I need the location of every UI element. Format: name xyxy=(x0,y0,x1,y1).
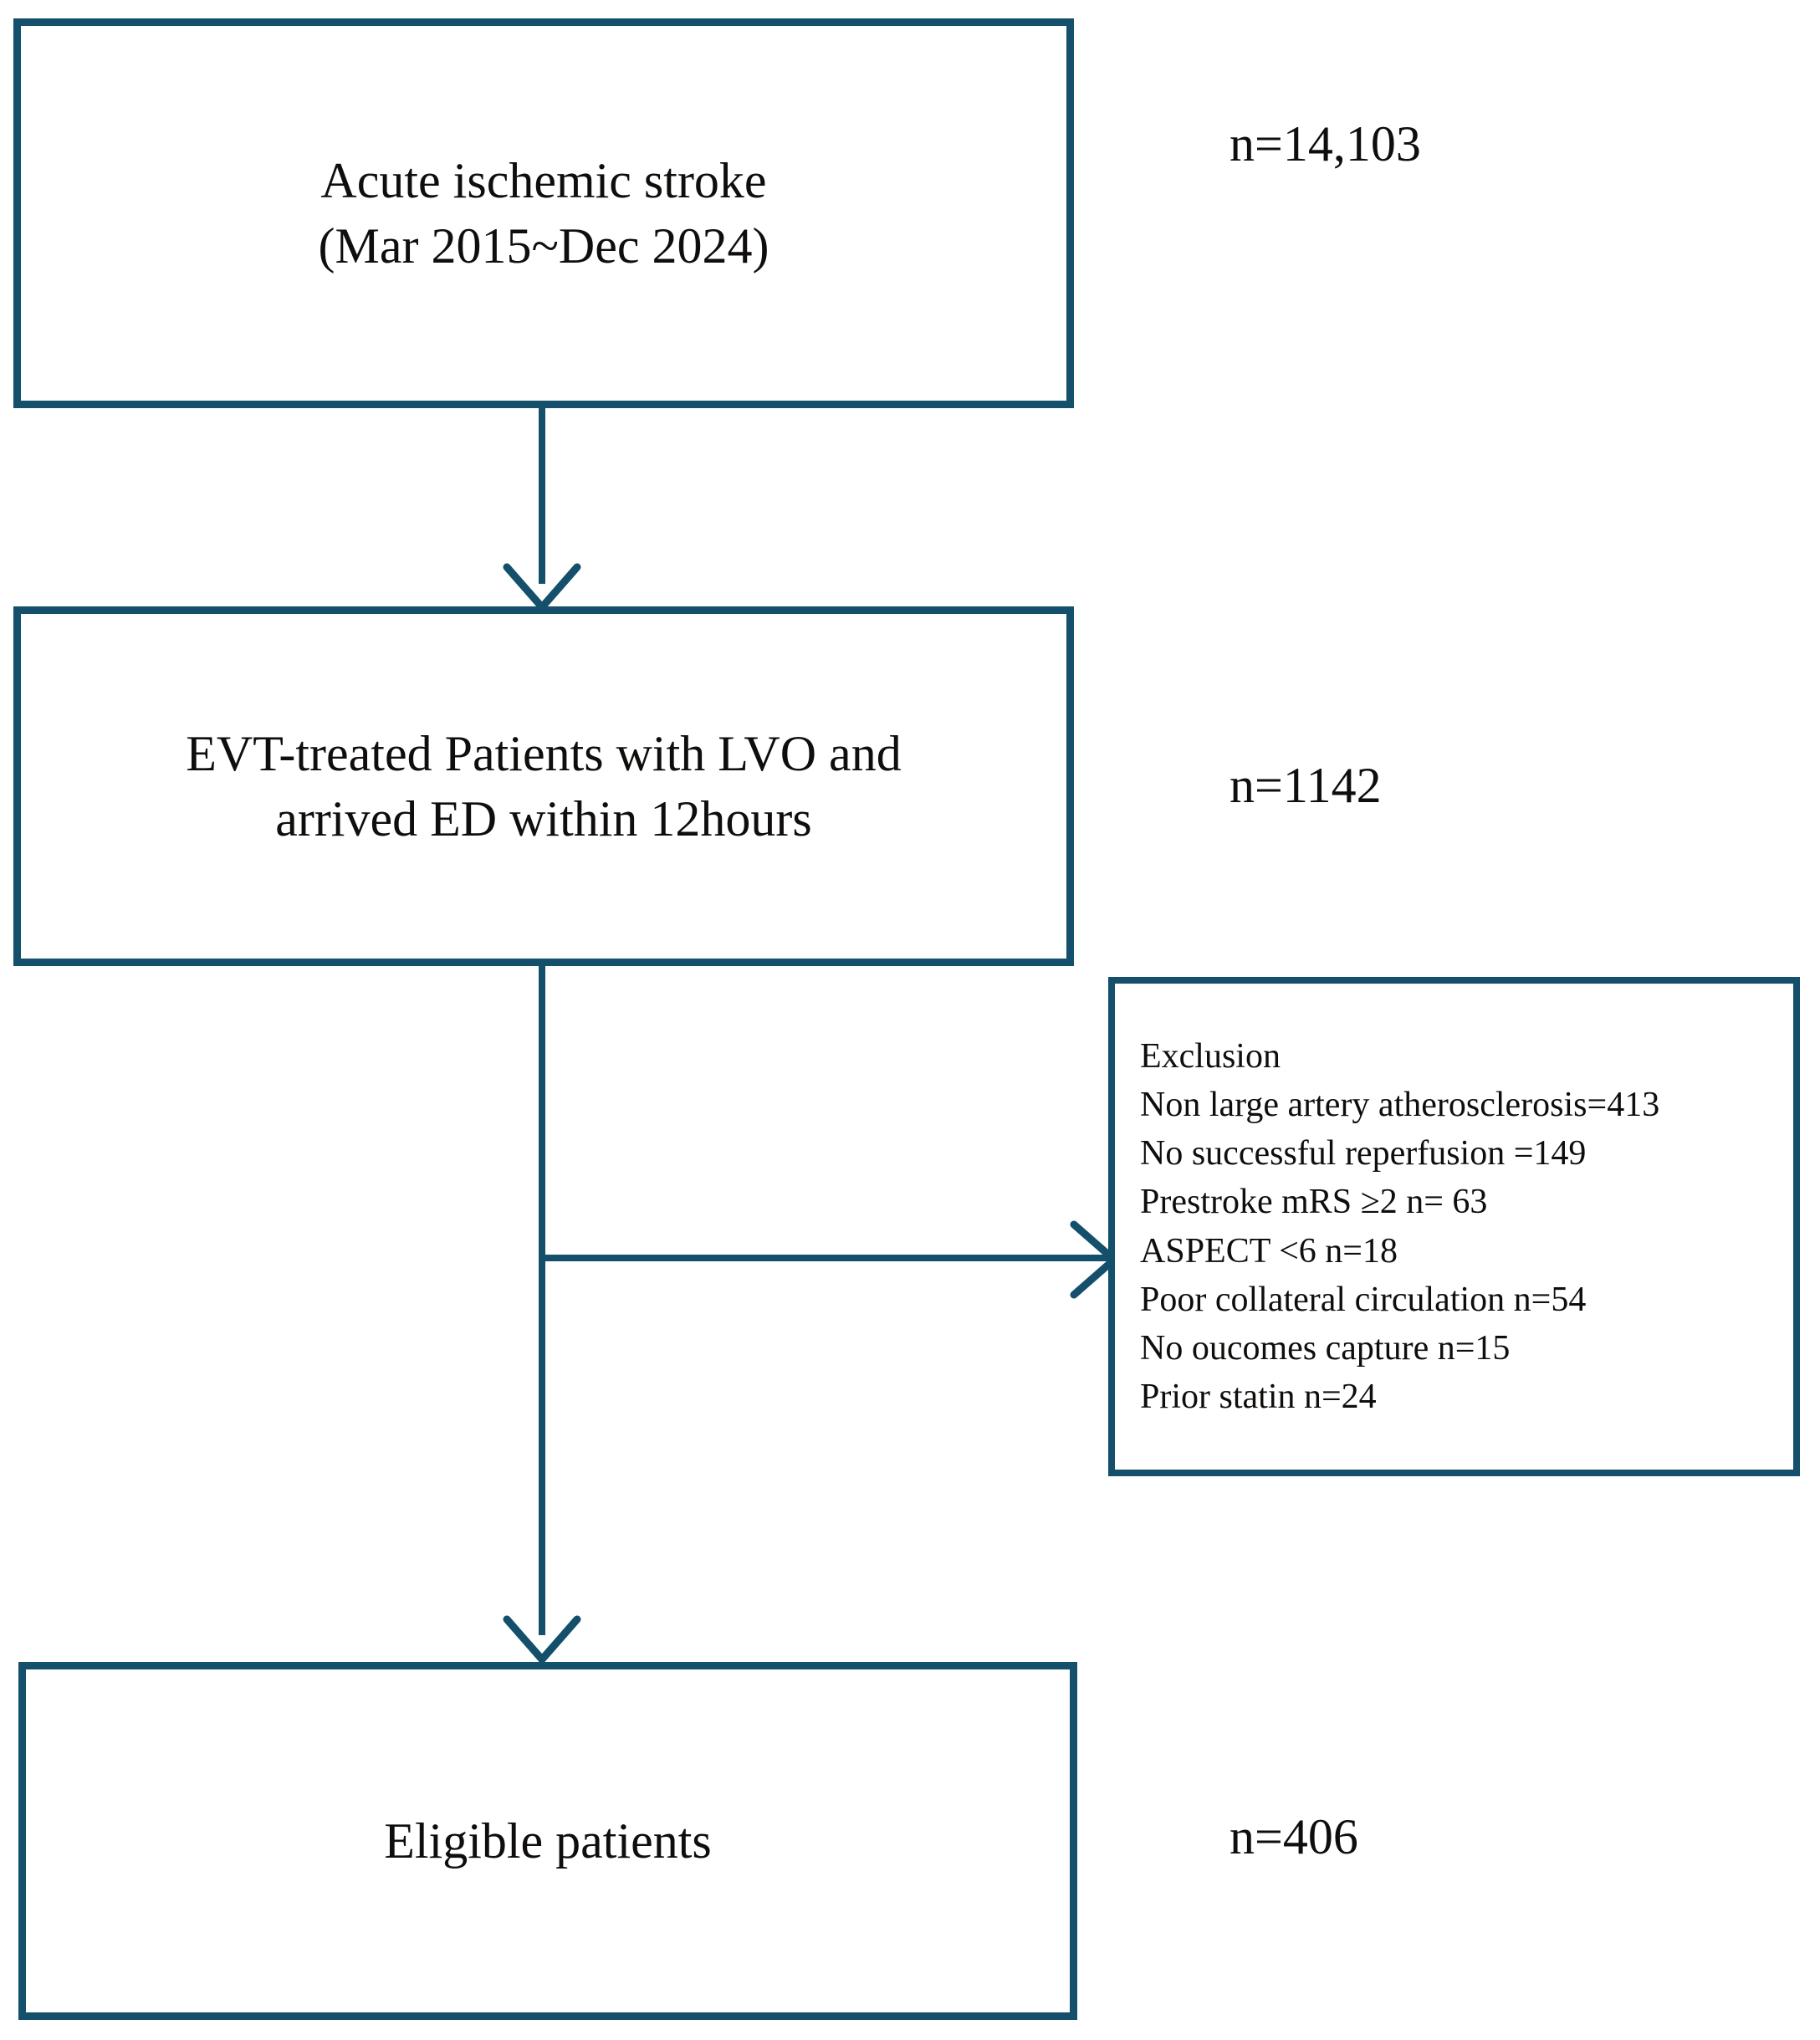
count-eligible-patients: n=406 xyxy=(1230,1809,1358,1864)
count-acute-ischemic-stroke: n=14,103 xyxy=(1230,116,1421,171)
node-evt-treated-lvo: EVT-treated Patients with LVO and arrive… xyxy=(13,606,1074,966)
count-evt-treated-lvo: n=1142 xyxy=(1230,758,1382,813)
exclusion-list-item: Prior statin n=24 xyxy=(1140,1377,1377,1416)
node-acute-ischemic-stroke-label: Acute ischemic stroke (Mar 2015~Dec 2024… xyxy=(318,153,769,274)
node-exclusion: Exclusion Non large artery atheroscleros… xyxy=(1108,977,1800,1476)
connector-screened-to-criteria-arrowhead xyxy=(503,563,581,612)
exclusion-list-item: Non large artery atherosclerosis=413 xyxy=(1140,1086,1660,1125)
node-acute-ischemic-stroke: Acute ischemic stroke (Mar 2015~Dec 2024… xyxy=(13,18,1074,408)
connector-screened-to-criteria-line xyxy=(539,408,545,584)
exclusion-list-item: Exclusion xyxy=(1140,1036,1281,1076)
exclusion-list-item: Poor collateral circulation n=54 xyxy=(1140,1280,1587,1319)
node-eligible-patients-label: Eligible patients xyxy=(384,1813,712,1869)
node-evt-treated-lvo-label: EVT-treated Patients with LVO and arrive… xyxy=(186,726,902,846)
exclusion-list-item: No successful reperfusion =149 xyxy=(1140,1134,1587,1173)
connector-criteria-to-final-arrowhead xyxy=(503,1615,581,1664)
exclusion-list-item: Prestroke mRS ≥2 n= 63 xyxy=(1140,1183,1488,1222)
node-eligible-patients: Eligible patients xyxy=(18,1662,1077,2020)
exclusion-list-item: ASPECT <6 n=18 xyxy=(1140,1231,1398,1271)
exclusion-list-item: No oucomes capture n=15 xyxy=(1140,1328,1511,1368)
connector-criteria-to-final-line xyxy=(539,966,545,1635)
exclusion-list: Exclusion Non large artery atheroscleros… xyxy=(1115,1032,1666,1421)
connector-criteria-to-exclusion-line xyxy=(542,1255,1116,1261)
